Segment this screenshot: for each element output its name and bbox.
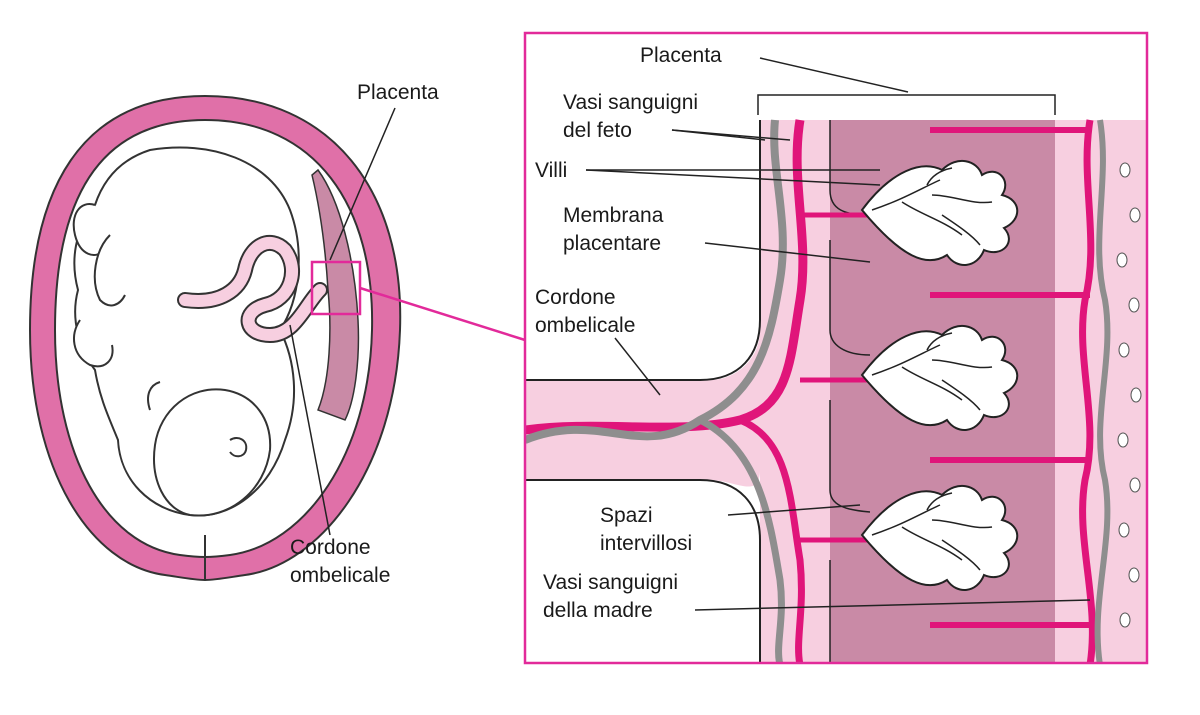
label-spazi-2: intervillosi [600, 532, 693, 555]
label-villi: Villi [535, 159, 568, 182]
label-vasi-madre-2: della madre [543, 599, 653, 622]
label-placenta-detail: Placenta [640, 44, 722, 67]
label-spazi-1: Spazi [600, 504, 653, 527]
label-vasi-feto-1: Vasi sanguigni [563, 91, 699, 114]
detail-panel [525, 33, 1147, 663]
label-cordone-left-1: Cordone [290, 536, 371, 559]
label-cordone-detail-2: ombelicale [535, 314, 636, 337]
right-leader-lines [585, 57, 1091, 611]
label-cordone-left-2: ombelicale [290, 564, 391, 587]
uterus-illustration [28, 94, 402, 582]
maternal-cells [1116, 162, 1142, 628]
placenta-left [311, 168, 360, 421]
label-vasi-madre-1: Vasi sanguigni [543, 571, 679, 594]
detail-frame [523, 31, 1149, 665]
label-cordone-detail-1: Cordone [535, 286, 616, 309]
label-membrana-2: placentare [563, 232, 662, 255]
label-membrana-1: Membrana [563, 204, 664, 227]
fetus [72, 146, 300, 517]
zoom-connector [359, 286, 526, 342]
label-placenta-left: Placenta [357, 81, 439, 104]
label-vasi-feto-2: del feto [563, 119, 632, 142]
left-leader-lines [289, 107, 396, 536]
